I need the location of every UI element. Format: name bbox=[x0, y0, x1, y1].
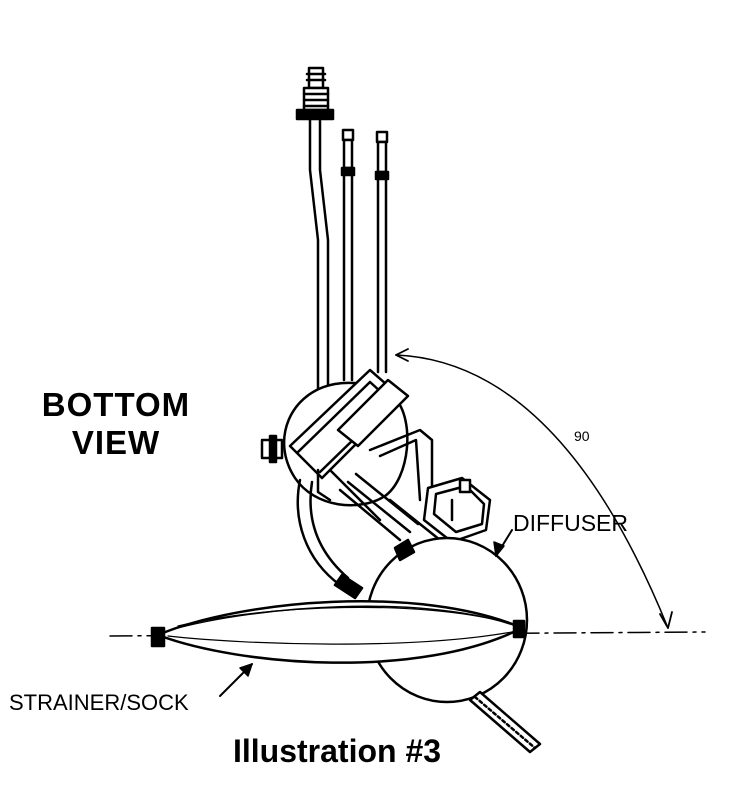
angle-arc bbox=[395, 354, 669, 629]
fuel-pump bbox=[422, 476, 492, 544]
view-title-line-1: BOTTOM bbox=[41, 386, 191, 423]
strainer-arrowhead bbox=[239, 663, 253, 677]
sender-tube bbox=[340, 128, 356, 382]
strainer-sock bbox=[150, 600, 526, 664]
angle-arrow-top bbox=[395, 348, 409, 362]
hose bbox=[296, 468, 442, 600]
angle-label: 90 bbox=[574, 428, 590, 444]
strainer-label: STRAINER/SOCK bbox=[9, 690, 189, 715]
bracket-housing bbox=[288, 368, 434, 502]
outlet-tube bbox=[295, 66, 335, 402]
pickup-rod bbox=[468, 690, 542, 754]
diffuser-arrowhead bbox=[493, 541, 505, 557]
view-title-line-2: VIEW bbox=[71, 424, 161, 461]
return-tube bbox=[374, 130, 390, 374]
angle-arrow-bottom bbox=[659, 611, 673, 629]
diffuser-label: DIFFUSER bbox=[513, 510, 628, 536]
illustration-caption: Illustration #3 bbox=[233, 733, 442, 769]
